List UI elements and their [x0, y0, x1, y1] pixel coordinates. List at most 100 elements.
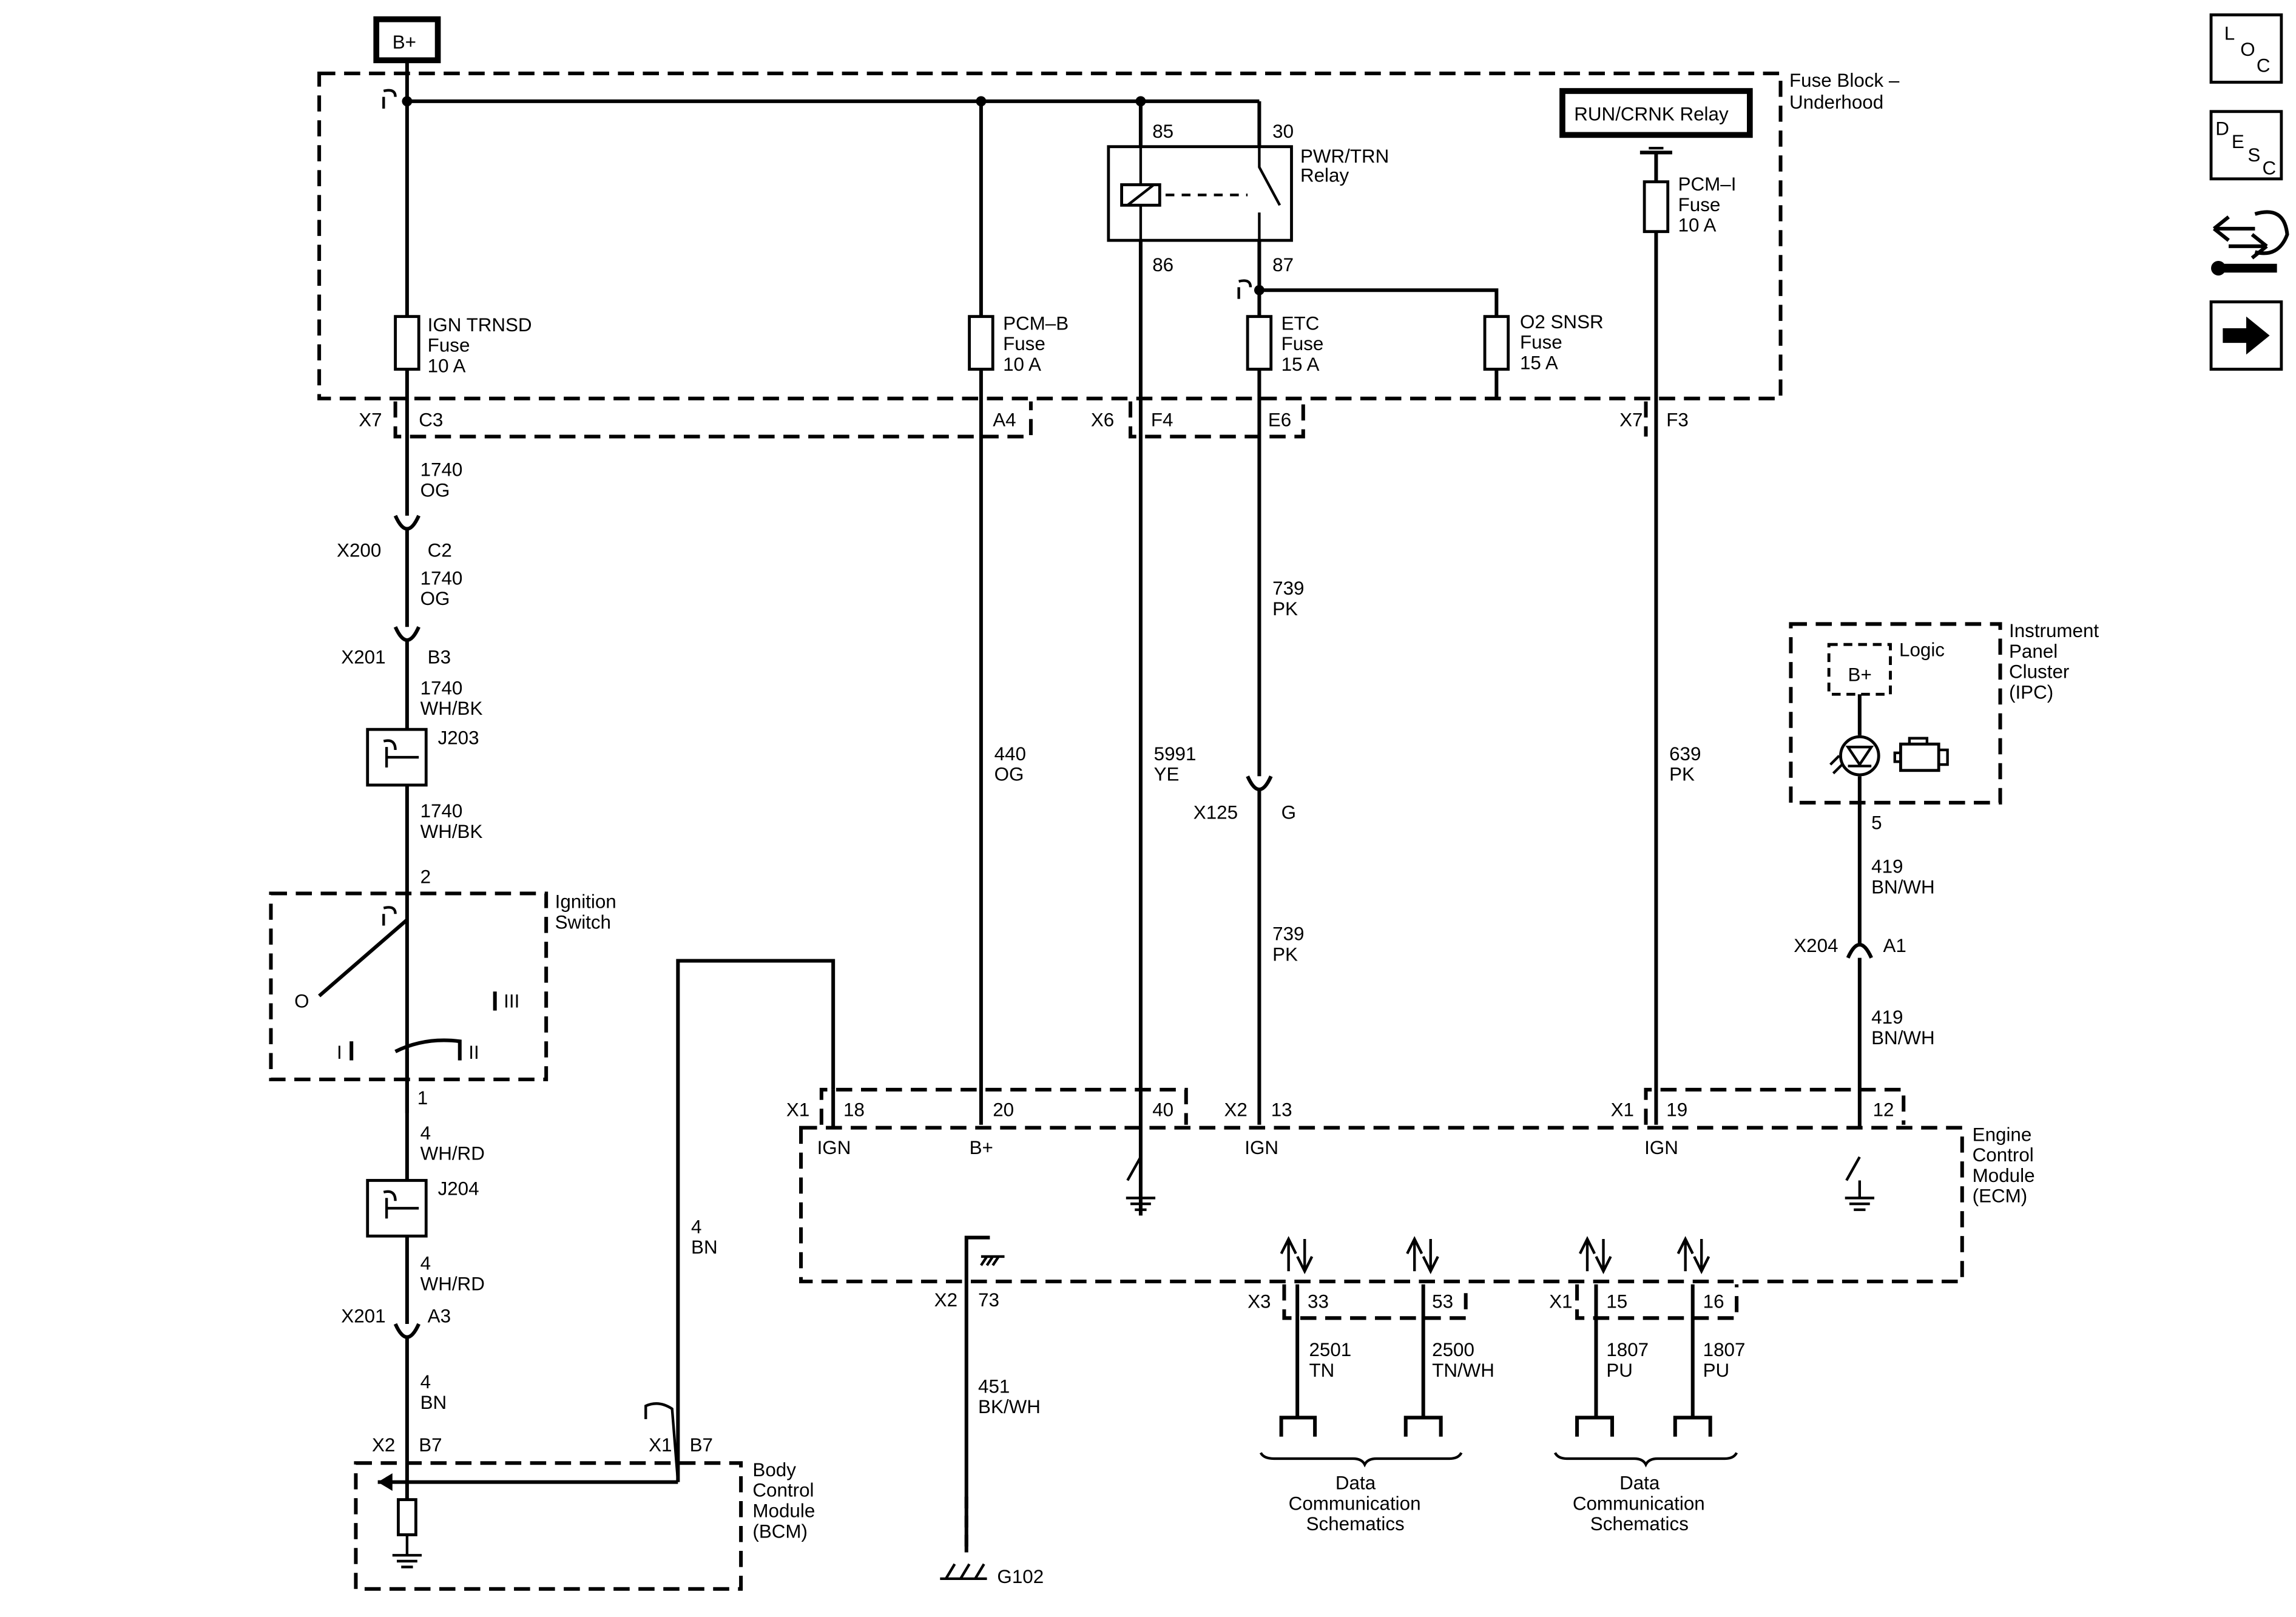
- connector-x125-symbol: [1246, 775, 1273, 791]
- data-comm-1-line-1: Data: [1335, 1473, 1376, 1494]
- main-power-bus: [405, 60, 1260, 103]
- ecm-pin-33: 33: [1308, 1291, 1329, 1312]
- ecm-outline: [799, 1126, 1964, 1284]
- connector-x6-outline: [1129, 401, 1305, 439]
- wire-2500-color: TN/WH: [1432, 1360, 1494, 1381]
- wire-1740-whbk-1-color: WH/BK: [420, 698, 483, 719]
- ecm-conn-x2-bottom: X2: [934, 1289, 957, 1311]
- ecm-pin-73: 73: [978, 1289, 999, 1311]
- loc-letter-l: L: [2224, 23, 2235, 44]
- ign-pos-o: O: [294, 991, 309, 1012]
- ign-pos-iii: III: [504, 991, 519, 1012]
- conn-c3: C3: [419, 410, 443, 431]
- conn-b7-a: B7: [419, 1434, 442, 1456]
- relay-pin-86: 86: [1152, 254, 1173, 275]
- fuse-pcm-b-rating: 10 A: [1003, 354, 1041, 375]
- connector-x200-symbol: [393, 515, 420, 531]
- ecm-conn-x3: X3: [1248, 1291, 1271, 1312]
- ignition-label-2: Switch: [555, 911, 611, 933]
- ecm-conn-x1-bottom: X1: [1549, 1291, 1572, 1312]
- wire-419b-num: 419: [1871, 1007, 1903, 1028]
- fuse-ign-trnsd-rating: 10 A: [428, 355, 466, 376]
- wrench-arrows-icon: [2211, 210, 2289, 276]
- next-page-button[interactable]: [2209, 300, 2283, 371]
- wire-4-bn-1-num: 4: [420, 1371, 431, 1393]
- ipc-bplus: B+: [1848, 664, 1872, 686]
- location-button[interactable]: L O C: [2209, 13, 2283, 84]
- fuse-pcm-i-type: Fuse: [1678, 194, 1721, 215]
- ipc-pin-5: 5: [1871, 812, 1882, 833]
- ipc-label-1: Instrument: [2009, 620, 2099, 641]
- ecm-pin-13: 13: [1271, 1099, 1292, 1120]
- data-comm-1-line-3: Schematics: [1306, 1513, 1405, 1534]
- wire-1807a-num: 1807: [1606, 1339, 1649, 1360]
- connector-jumper-symbol: [382, 89, 397, 109]
- wire-1807b-num: 1807: [1703, 1339, 1746, 1360]
- wire-2501-color: TN: [1309, 1360, 1334, 1381]
- wire-4-bn-2-color: BN: [691, 1237, 718, 1258]
- data-arrows-53: [1406, 1236, 1439, 1274]
- wire-4-bn-loop: [676, 959, 836, 1482]
- ecm-ground-40-icon: [1126, 1156, 1156, 1211]
- conn-x2-bcm: X2: [372, 1434, 395, 1456]
- data-comm-brace-2: [1553, 1452, 1738, 1468]
- fuse-block-label-2: Underhood: [1789, 92, 1883, 113]
- ecm-ign-3: IGN: [1644, 1137, 1678, 1158]
- wire-440-num: 440: [994, 743, 1026, 765]
- ipc-label-3: Cluster: [2009, 661, 2069, 683]
- connector-x201b-symbol: [393, 1323, 420, 1339]
- repair-procedures-button[interactable]: [2211, 210, 2289, 276]
- ipc-outline: [1789, 622, 2002, 805]
- ecm-pin-40: 40: [1152, 1099, 1173, 1120]
- desc-letter-d: D: [2215, 118, 2229, 139]
- ecm-label-4: (ECM): [1973, 1186, 2028, 1207]
- bcm-resistor: [396, 1498, 417, 1536]
- fuse-pcm-i-name: PCM–I: [1678, 174, 1737, 195]
- wire-419a-color: BN/WH: [1871, 876, 1935, 897]
- ecm-label-2: Control: [1973, 1144, 2034, 1166]
- data-comm-1-line-2: Communication: [1289, 1493, 1421, 1514]
- conn-x7-a: X7: [359, 410, 382, 431]
- fuse-block-label-1: Fuse Block –: [1789, 70, 1900, 91]
- loc-letter-o: O: [2240, 39, 2255, 60]
- wire-451-num: 451: [978, 1376, 1010, 1397]
- run-crnk-relay: [1559, 88, 1753, 138]
- splice-j203-label: J203: [438, 727, 479, 748]
- wire-4-bn-1-color: BN: [420, 1392, 447, 1413]
- conn-x6: X6: [1091, 410, 1114, 431]
- conn-b3: B3: [428, 647, 451, 668]
- wire-2501-num: 2501: [1309, 1339, 1351, 1360]
- ecm-bplus: B+: [970, 1137, 993, 1158]
- arrow-right-icon: [2223, 316, 2270, 355]
- ecm-label-3: Module: [1973, 1165, 2035, 1186]
- wire-1740-og-2-color: OG: [420, 588, 450, 609]
- wire-451-color: BK/WH: [978, 1396, 1041, 1417]
- ecm-pin-20: 20: [993, 1099, 1014, 1120]
- conn-x204: X204: [1794, 935, 1838, 956]
- data-comm-2-line-1: Data: [1619, 1473, 1660, 1494]
- wire-1740-whbk-1-num: 1740: [420, 677, 463, 698]
- ecm-pin-15: 15: [1606, 1291, 1627, 1312]
- ignition-switch-lever: [318, 918, 408, 998]
- ipc-logic-box: [1827, 643, 1892, 696]
- fuse-o2-rating: 15 A: [1520, 353, 1558, 374]
- conn-g: G: [1281, 802, 1296, 823]
- bcm-label-1: Body: [752, 1459, 796, 1480]
- relay-pin-87: 87: [1272, 254, 1294, 275]
- fuse-block-outline: [317, 72, 1783, 400]
- relay-switch: [1258, 146, 1281, 241]
- wire-2500-num: 2500: [1432, 1339, 1474, 1360]
- bcm-label-3: Module: [752, 1501, 815, 1522]
- fuse-pcm-b-type: Fuse: [1003, 333, 1045, 354]
- wire-4-whrd-1-color: WH/RD: [420, 1143, 485, 1164]
- ign-pin-2: 2: [420, 866, 431, 888]
- fuse-etc: [1246, 315, 1273, 371]
- ign-pin-1: 1: [417, 1087, 428, 1109]
- wire-1807a-color: PU: [1606, 1360, 1633, 1381]
- description-button[interactable]: D E S C: [2209, 110, 2283, 181]
- ecm-pin-19: 19: [1666, 1099, 1687, 1120]
- ign-pos-ii: II: [468, 1042, 479, 1063]
- conn-x7-b: X7: [1619, 410, 1643, 431]
- ipc-label-4: (IPC): [2009, 682, 2053, 703]
